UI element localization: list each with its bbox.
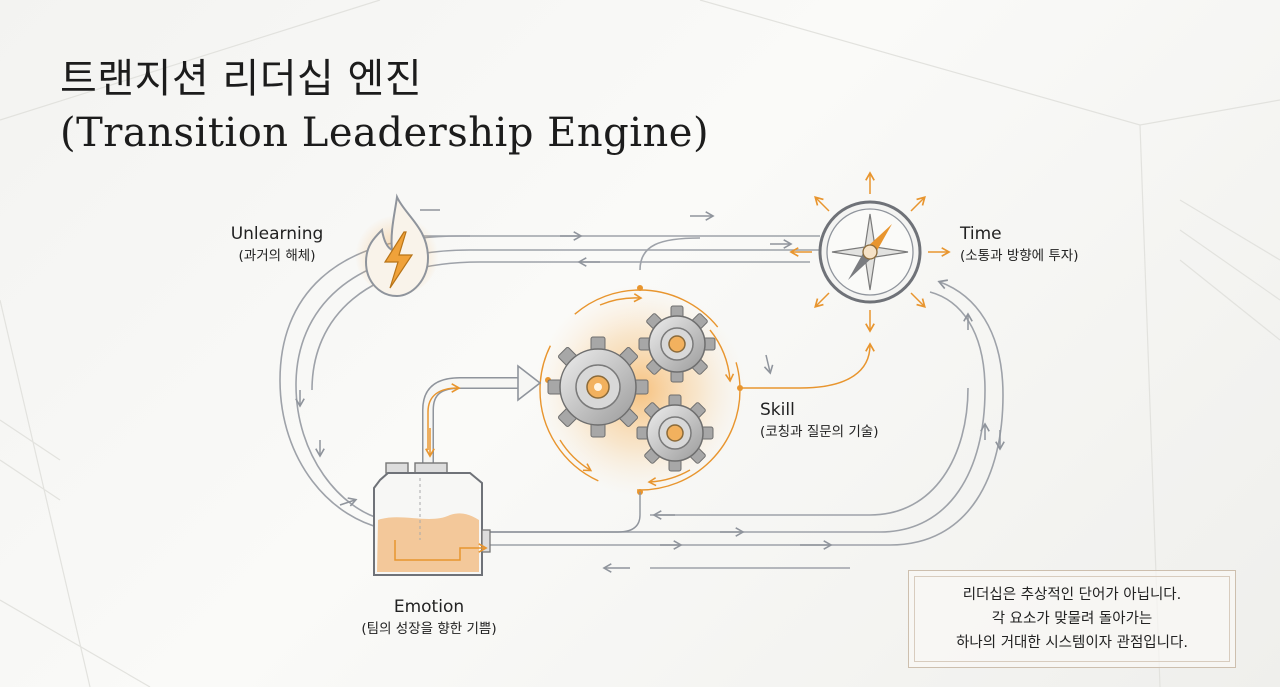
unlearning-desc: (과거의 해체) bbox=[238, 248, 316, 264]
unlearning-name: Unlearning bbox=[230, 224, 324, 244]
title-korean: 트랜지션 리더십 엔진 bbox=[60, 56, 423, 102]
pipe-tank-to-gears bbox=[422, 364, 542, 465]
skill-desc: (코칭과 질문의 기술) bbox=[760, 424, 879, 440]
note-line-2: 각 요소가 맞물려 돌아가는 bbox=[991, 611, 1153, 627]
caption-note: 리더십은 추상적인 단어가 아닙니다. 각 요소가 맞물려 돌아가는 하나의 거… bbox=[908, 570, 1236, 668]
label-time: Time (소통과 방향에 투자) bbox=[960, 223, 1130, 267]
label-skill: Skill (코칭과 질문의 기술) bbox=[760, 399, 930, 443]
connector-skill-time bbox=[740, 342, 875, 389]
label-emotion: Emotion (팀의 성장을 향한 기쁨) bbox=[325, 596, 533, 640]
title-english: (Transition Leadership Engine) bbox=[60, 110, 710, 156]
time-name: Time bbox=[960, 224, 1002, 244]
time-desc: (소통과 방향에 투자) bbox=[960, 248, 1079, 264]
emotion-name: Emotion bbox=[393, 597, 465, 617]
note-line-1: 리더십은 추상적인 단어가 아닙니다. bbox=[962, 587, 1182, 603]
gears-icon bbox=[547, 305, 716, 472]
fuel-tank-icon bbox=[373, 462, 491, 576]
compass-icon bbox=[789, 171, 951, 333]
flow-arrows bbox=[295, 209, 1005, 573]
emotion-desc: (팀의 성장을 향한 기쁨) bbox=[361, 621, 497, 637]
note-line-3: 하나의 거대한 시스템이자 관점입니다. bbox=[956, 635, 1188, 651]
connector-gears-top bbox=[639, 237, 701, 271]
page-title: 트랜지션 리더십 엔진 (Transition Leadership Engin… bbox=[60, 52, 709, 160]
skill-name: Skill bbox=[760, 400, 795, 420]
flame-lightning-icon bbox=[355, 193, 439, 298]
label-unlearning: Unlearning (과거의 해체) bbox=[214, 223, 340, 267]
